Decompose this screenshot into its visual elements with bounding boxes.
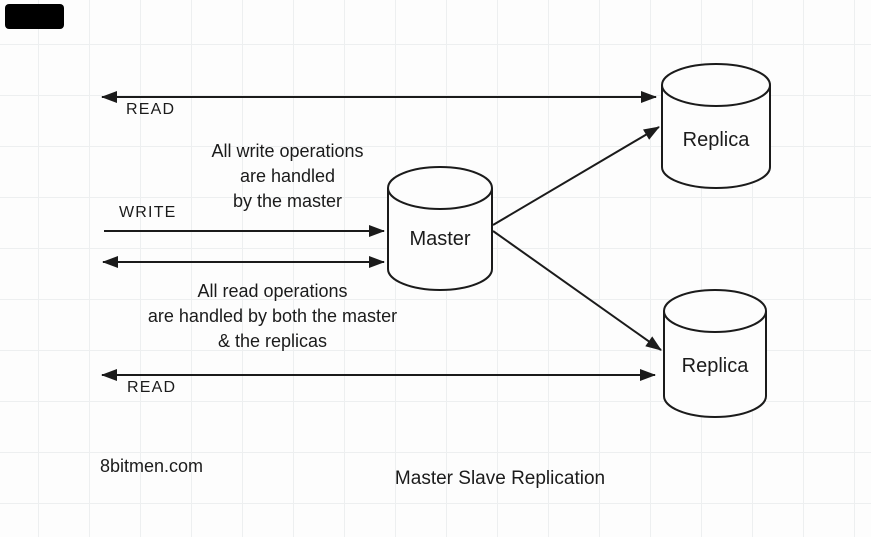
write-operations-note: All write operations are handled by the … <box>165 139 410 214</box>
note-line: by the master <box>232 191 343 211</box>
note-line: All read operations <box>197 281 348 301</box>
read-label-top: READ <box>126 101 176 118</box>
replication-arrow-to-top-replica <box>492 126 660 226</box>
master-cylinder <box>387 166 493 291</box>
watermark-text: 8bitmen.com <box>100 456 204 476</box>
read-label-bottom: READ <box>127 379 177 396</box>
note-line: are handled by both the master <box>147 306 398 326</box>
note-line: All write operations <box>211 141 364 161</box>
diagram-title: Master Slave Replication <box>394 468 606 489</box>
write-label: WRITE <box>119 204 177 221</box>
replica-top-node-label: Replica <box>682 129 750 151</box>
replica-bottom-cylinder <box>663 289 767 418</box>
replica-top-cylinder <box>661 63 771 189</box>
note-line: are handled <box>239 166 336 186</box>
corner-black-patch <box>5 4 64 29</box>
read-operations-note: All read operations are handled by both … <box>95 279 450 354</box>
master-node-label: Master <box>409 228 471 250</box>
note-line: & the replicas <box>217 331 328 351</box>
replica-bottom-node-label: Replica <box>681 355 749 377</box>
replication-arrow-to-bottom-replica <box>492 230 662 351</box>
